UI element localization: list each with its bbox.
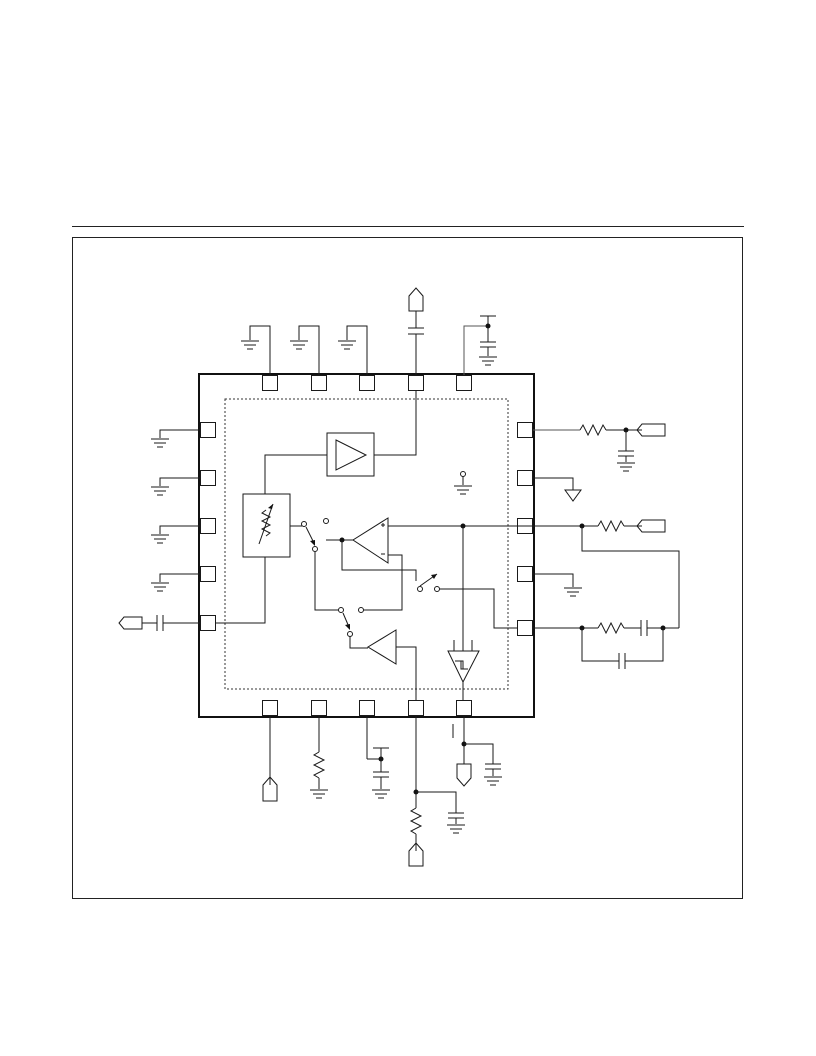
resistor-icon [312, 751, 326, 779]
pin-pad-top-1 [262, 375, 278, 391]
left-pin-5-rf-input [118, 615, 200, 631]
switch-2 [417, 573, 518, 629]
connector-icon [636, 423, 666, 437]
pin-pad-right-2 [517, 470, 533, 486]
pin-pad-bottom-3 [359, 700, 375, 716]
pin-pad-bottom-5 [456, 700, 472, 716]
pin-pad-top-5 [456, 375, 472, 391]
secondary-amplifier [367, 629, 417, 700]
pin-pad-top-2 [311, 375, 327, 391]
pin-pad-left-1 [200, 422, 216, 438]
left-pin-4-ground [150, 573, 200, 592]
pin-pad-right-4 [517, 566, 533, 582]
left-pin-2-ground [150, 477, 200, 496]
resistor-icon [409, 807, 423, 835]
connector-icon [262, 776, 278, 802]
connector-icon [408, 287, 424, 312]
buffer-amplifier-block [264, 391, 417, 494]
right-pin-3-output [533, 519, 680, 628]
pin-pad-top-4 [408, 375, 424, 391]
connector-icon [118, 616, 143, 630]
left-pin-3-ground [150, 525, 200, 544]
pin-pad-bottom-2 [311, 700, 327, 716]
schmitt-trigger-comparator [447, 526, 480, 700]
top-pin-2-ground [289, 325, 320, 375]
pin-pad-left-2 [200, 470, 216, 486]
left-pin-1-ground [150, 429, 200, 448]
top-pin-4-coupled-output [408, 287, 424, 375]
bottom-pin-4-bias-network [408, 716, 466, 867]
top-pin-5-supply-decoupling [463, 315, 498, 375]
top-pin-1-ground [240, 325, 271, 375]
pin-pad-left-4 [200, 566, 216, 582]
pin-pad-right-1 [517, 422, 533, 438]
bottom-pin-2-resistor-to-ground [309, 716, 329, 799]
connector-icon [456, 763, 472, 787]
variable-attenuator-block [216, 493, 302, 624]
bottom-pin-5-supply [452, 716, 503, 787]
right-pin-5-compensation-network [533, 620, 679, 669]
connector-icon [636, 519, 666, 533]
hysteresis-icon [455, 660, 468, 670]
resistor-icon [579, 423, 607, 437]
switch-1 [301, 518, 341, 611]
right-pin-2-ground [533, 477, 582, 502]
pin-pad-left-5 [200, 615, 216, 631]
resistor-icon [597, 621, 625, 635]
internal-ground-icon [453, 471, 473, 495]
right-pin-4-ground [533, 573, 583, 597]
die-boundary [224, 398, 509, 690]
resistor-icon [597, 519, 625, 533]
right-pin-1-rc-filter [533, 423, 666, 472]
bottom-pin-3-decoupling [366, 716, 391, 799]
switch-3 [338, 607, 368, 649]
pin-pad-top-3 [359, 375, 375, 391]
pin-pad-left-3 [200, 518, 216, 534]
top-pin-3-ground [337, 325, 368, 375]
pin-pad-bottom-1 [262, 700, 278, 716]
figure-frame [72, 237, 743, 899]
bottom-pin-1-input [262, 716, 278, 802]
connector-icon [408, 842, 424, 867]
pin-pad-right-5 [517, 620, 533, 636]
operational-amplifier [326, 517, 533, 611]
pin-pad-bottom-4 [408, 700, 424, 716]
page-header-rule [72, 226, 744, 227]
